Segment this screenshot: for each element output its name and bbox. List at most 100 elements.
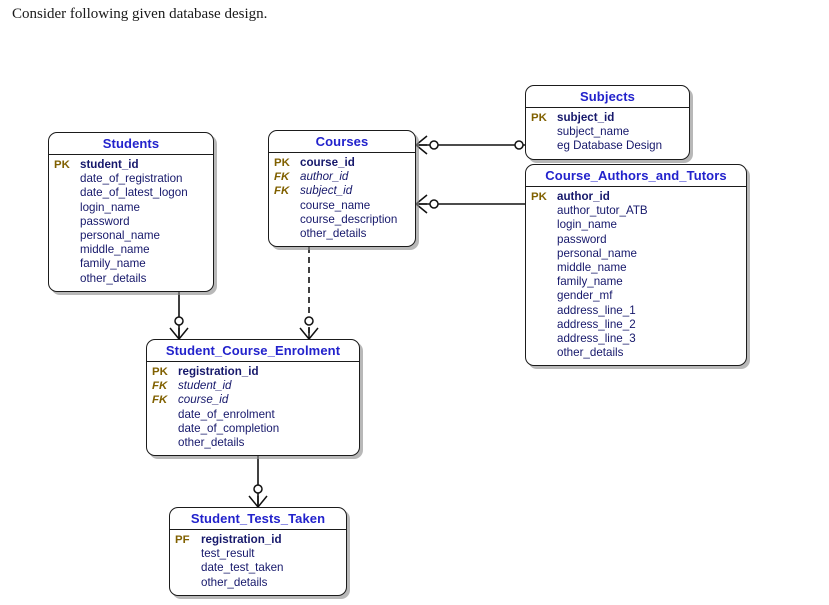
attribute-row: address_line_2: [531, 318, 740, 332]
attribute-name: login_name: [557, 218, 617, 232]
page-caption: Consider following given database design…: [12, 6, 268, 22]
attribute-row: subject_name: [531, 125, 683, 139]
attribute-key-marker: PK: [531, 112, 547, 124]
entity-title: Courses: [269, 131, 415, 153]
attribute-row: other_details: [274, 227, 409, 241]
attribute-row: password: [54, 215, 207, 229]
attribute-row: eg Database Design: [531, 139, 683, 153]
attribute-key-marker: PK: [531, 191, 547, 203]
attribute-row: PK course_id: [274, 156, 409, 170]
attribute-name: address_line_2: [557, 317, 636, 331]
attribute-name: family_name: [557, 275, 623, 289]
attribute-key-marker: PF: [175, 534, 190, 546]
attribute-name: personal_name: [80, 229, 160, 243]
attribute-name: course_description: [300, 212, 398, 226]
attribute-name: registration_id: [201, 533, 282, 546]
attribute-row: PK author_id: [531, 190, 740, 204]
attribute-name: student_id: [80, 158, 139, 171]
attribute-name: course_id: [300, 156, 355, 169]
connector-rel-courses-subjects: [415, 135, 525, 155]
attribute-name: date_of_latest_logon: [80, 186, 188, 200]
entity-title: Student_Course_Enrolment: [147, 340, 359, 362]
attribute-row: other_details: [152, 436, 353, 450]
attribute-row: address_line_3: [531, 332, 740, 346]
attribute-name: other_details: [80, 271, 147, 285]
attribute-name: course_name: [300, 198, 371, 212]
attribute-row: middle_name: [531, 261, 740, 275]
attribute-row: family_name: [54, 257, 207, 271]
attribute-row: course_description: [274, 213, 409, 227]
attribute-row: middle_name: [54, 243, 207, 257]
attribute-row: login_name: [54, 201, 207, 215]
attribute-name: subject_name: [557, 125, 630, 139]
attribute-name: author_tutor_ATB: [557, 204, 648, 218]
attribute-name: password: [80, 214, 130, 228]
attribute-row: login_name: [531, 218, 740, 232]
attribute-row: PF registration_id: [175, 533, 340, 547]
attribute-name: date_of_enrolment: [178, 407, 275, 421]
attribute-row: test_result: [175, 547, 340, 561]
attribute-row: date_of_enrolment: [152, 408, 353, 422]
attribute-name: address_line_3: [557, 332, 636, 346]
attribute-name: registration_id: [178, 365, 259, 378]
attribute-row: date_test_taken: [175, 561, 340, 575]
attribute-name: subject_id: [557, 111, 615, 124]
connector-rel-courses-authors: [415, 194, 539, 214]
attribute-row: personal_name: [54, 229, 207, 243]
attribute-row: author_tutor_ATB: [531, 204, 740, 218]
attribute-name: author_id: [557, 190, 610, 203]
attribute-row: personal_name: [531, 247, 740, 261]
attribute-name: subject_id: [300, 184, 353, 198]
attribute-row: FK student_id: [152, 379, 353, 393]
attribute-row: family_name: [531, 275, 740, 289]
attribute-name: date_of_completion: [178, 421, 280, 435]
attribute-key-marker: FK: [152, 394, 168, 407]
attribute-row: other_details: [54, 272, 207, 286]
attribute-name: login_name: [80, 200, 140, 214]
attribute-name: other_details: [201, 575, 268, 589]
attribute-name: middle_name: [557, 261, 627, 275]
attribute-name: address_line_1: [557, 303, 636, 317]
attribute-row: password: [531, 233, 740, 247]
attribute-name: password: [557, 232, 607, 246]
attribute-row: other_details: [531, 346, 740, 360]
attribute-key-marker: FK: [152, 380, 168, 393]
attribute-name: gender_mf: [557, 289, 613, 303]
attribute-name: eg Database Design: [557, 139, 663, 153]
attribute-key-marker: PK: [274, 157, 290, 169]
attribute-name: date_test_taken: [201, 561, 284, 575]
entity-title: Course_Authors_and_Tutors: [526, 165, 746, 187]
attribute-name: student_id: [178, 379, 232, 393]
attribute-row: date_of_latest_logon: [54, 186, 207, 200]
attribute-row: other_details: [175, 576, 340, 590]
attribute-name: test_result: [201, 547, 255, 561]
attribute-name: middle_name: [80, 243, 150, 257]
attribute-name: other_details: [178, 436, 245, 450]
attribute-row: PK subject_id: [531, 111, 683, 125]
entity-title: Subjects: [526, 86, 689, 108]
attribute-key-marker: FK: [274, 171, 290, 184]
entity-title: Student_Tests_Taken: [170, 508, 346, 530]
attribute-name: other_details: [557, 346, 624, 360]
attribute-name: other_details: [300, 227, 367, 241]
attribute-name: family_name: [80, 257, 146, 271]
connector-rel-courses-enrolment: [299, 233, 319, 340]
attribute-row: date_of_registration: [54, 172, 207, 186]
attribute-name: personal_name: [557, 246, 637, 260]
